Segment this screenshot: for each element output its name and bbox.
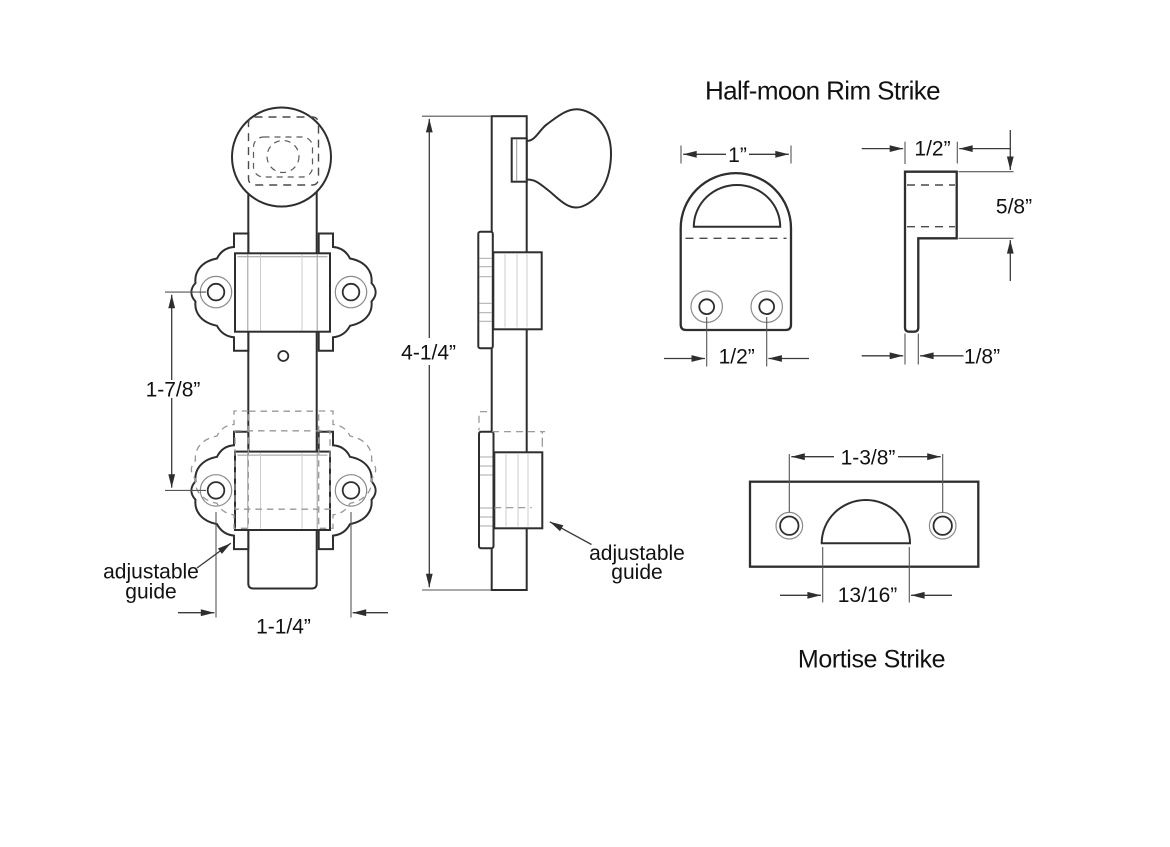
guide-label-line1: adjustable — [589, 542, 685, 565]
dim-mortise-hole-spacing: 1-3/8” — [788, 447, 944, 513]
rim-strike-title: Half-moon Rim Strike — [705, 76, 940, 106]
guide-label-line1: adjustable — [103, 561, 199, 584]
upper-guide-side — [477, 230, 543, 350]
dim-label-1-3-8: 1-3/8” — [841, 447, 896, 470]
dim-label-5-8: 5/8” — [996, 196, 1032, 219]
bolt-knob-side — [525, 108, 613, 209]
knob-hidden-circle — [266, 139, 300, 174]
dim-mortise-cutout-width: 13/16” — [780, 547, 952, 607]
dim-rim-width: 1” — [680, 144, 792, 167]
dim-label-1-1-4: 1-1/4” — [256, 616, 311, 639]
adjustable-guide-callout-front: adjustable guide — [103, 542, 232, 604]
dim-overall-length: 4-1/4” — [401, 115, 491, 591]
mortise-strike-title: Mortise Strike — [798, 646, 945, 674]
guide-label-line2: guide — [611, 561, 662, 584]
adjustable-guide-callout-side: adjustable guide — [549, 521, 685, 584]
dim-label-half-in: 1/2” — [719, 346, 755, 369]
dim-rim-depth: 1/2” — [861, 137, 1010, 164]
dim-width-across-holes: 1-1/4” — [178, 512, 388, 639]
lower-guide-side — [478, 411, 545, 550]
bolt-side-view: 4-1/4” adjustable guide — [401, 108, 685, 591]
dim-label-4-1-4: 4-1/4” — [401, 342, 456, 365]
dim-label-13-16: 13/16” — [838, 584, 898, 607]
bolt-knob-front — [231, 106, 332, 208]
rim-strike-halfmoon-opening — [692, 184, 782, 228]
dim-rim-thickness: 1/8” — [861, 333, 1000, 369]
bolt-front-view: 1-7/8” 1-1/4” adjustable guide — [103, 106, 388, 639]
knob-hidden-square — [247, 116, 320, 186]
mortise-strike-section: 1-3/8” 13/16” Mortise Strike — [748, 447, 980, 674]
knob-collar — [510, 137, 528, 183]
rim-strike-side-view: 1/2” 5/8” 1/8” — [861, 130, 1032, 369]
dim-label-1in: 1” — [728, 144, 747, 167]
rim-strike-section: Half-moon Rim Strike 1” — [664, 76, 1032, 369]
guide-label-line2: guide — [125, 581, 176, 604]
dim-rim-height: 5/8” — [958, 130, 1032, 281]
rim-strike-front-view: 1” 1/2” — [664, 144, 809, 369]
dim-label-1-7-8: 1-7/8” — [146, 379, 201, 402]
dim-label-1-8: 1/8” — [964, 346, 1000, 369]
rim-strike-profile — [903, 170, 958, 333]
dim-hole-spacing-vertical: 1-7/8” — [146, 291, 206, 491]
dim-label-half-in-depth: 1/2” — [914, 137, 950, 160]
knob-hidden-rounded-square — [252, 136, 314, 178]
dim-rim-hole-spacing: 1/2” — [664, 317, 809, 369]
mortise-halfmoon-opening — [820, 499, 912, 545]
shaft-screw-hole — [277, 350, 290, 362]
